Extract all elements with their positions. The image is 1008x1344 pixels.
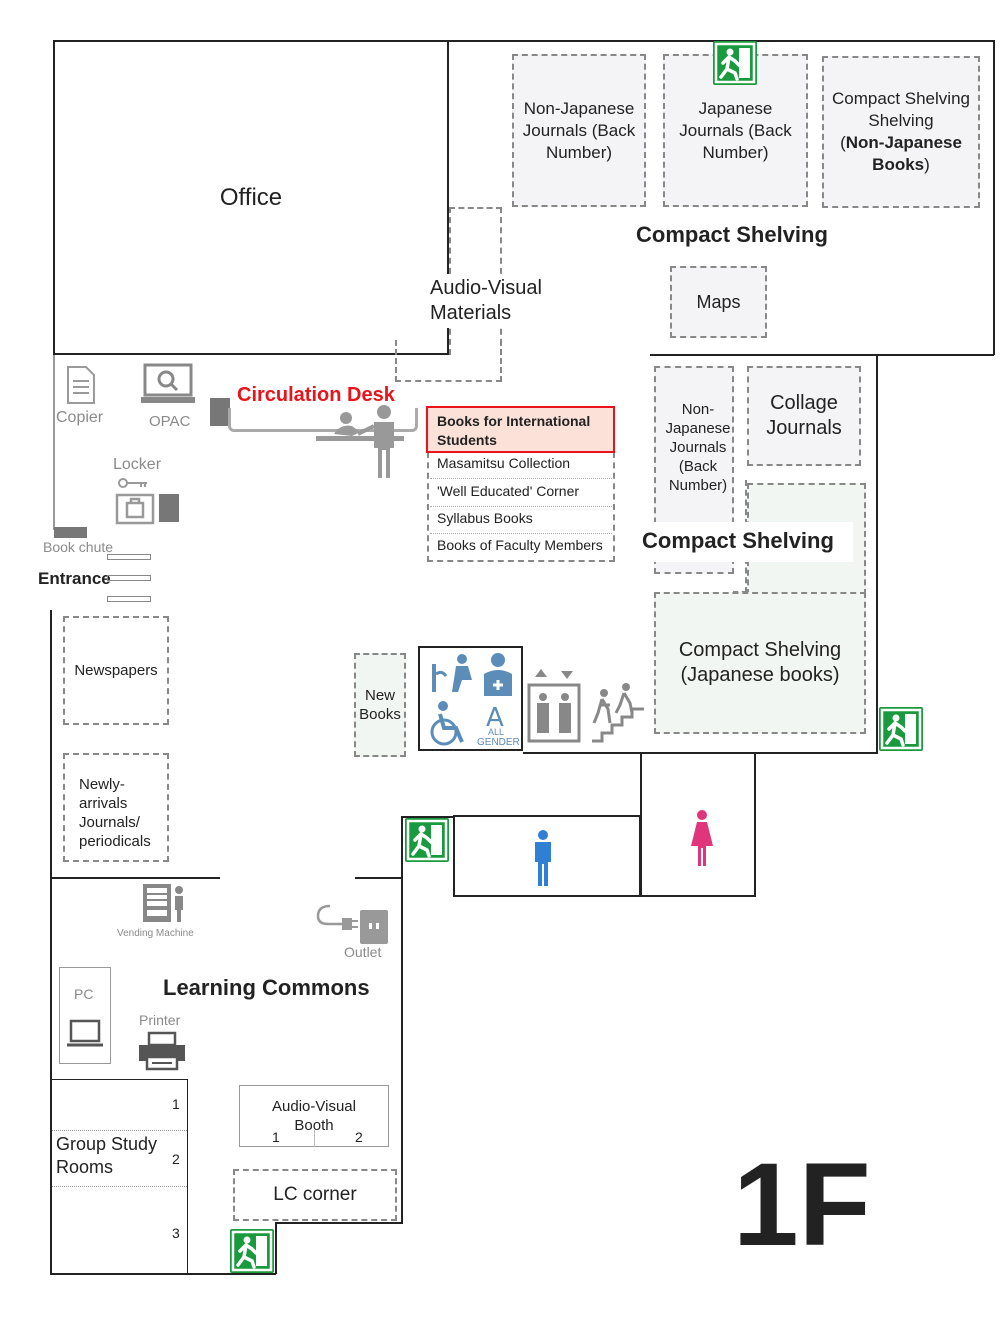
book-list-item: Masamitsu Collection: [430, 455, 612, 479]
newly-arrivals-journals-shelf: Newly-arrivals Journals/ periodicals: [63, 753, 169, 862]
books-for-international-students: Books for International Students: [426, 406, 615, 453]
pc-icon[interactable]: [67, 1019, 103, 1049]
group-room-2: 2: [172, 1151, 180, 1167]
vending-machine-label: Vending Machine: [117, 928, 194, 939]
av-booth-divider: [314, 1130, 315, 1147]
group-study-rooms: [50, 1079, 188, 1274]
emergency-exit-icon: [713, 41, 757, 85]
wall: [50, 610, 52, 1274]
circulation-counter: [228, 408, 418, 432]
newspapers-shelf: Newspapers: [63, 616, 169, 725]
all-gender-label-2: GENDER: [477, 737, 520, 748]
book-chute-marker: [54, 527, 87, 538]
locker-label: Locker: [113, 456, 162, 473]
emergency-exit-icon: [879, 707, 923, 751]
wall: [876, 354, 878, 754]
non-japanese-journals-back: Non-Japanese Journals (Back Number): [512, 54, 646, 207]
office-label: Office: [219, 183, 283, 211]
wall: [401, 816, 403, 1224]
group-room-3: 3: [172, 1225, 180, 1241]
book-list-item: Syllabus Books: [430, 510, 612, 534]
wall: [403, 816, 453, 818]
compact-shelving-mid-label: Compact Shelving: [638, 522, 853, 562]
compact-shelving-top-label: Compact Shelving: [636, 222, 828, 247]
copier-icon: [62, 365, 98, 405]
locker-marker: [159, 494, 179, 522]
learning-commons-label: Learning Commons: [163, 975, 370, 1000]
wall: [355, 877, 402, 879]
pc-booth: [59, 967, 111, 1064]
entrance-label: Entrance: [38, 569, 111, 588]
all-gender-label-1: ALL: [488, 727, 505, 737]
wall: [50, 877, 220, 879]
vending-machine-icon: [141, 882, 189, 924]
lc-corner: LC corner: [233, 1169, 397, 1221]
office-room: Office: [53, 40, 449, 355]
book-list-item: 'Well Educated' Corner: [430, 483, 612, 507]
new-books-shelf: New Books: [354, 653, 406, 757]
compact-shelving-japanese-books: Compact Shelving (Japanese books): [654, 592, 866, 734]
female-restroom-icon: [689, 810, 715, 866]
audio-visual-area-lower: [395, 340, 502, 382]
audio-visual-materials-label: Audio-Visual Materials: [428, 274, 578, 328]
printer-label: Printer: [139, 1012, 181, 1028]
floor-label: 1F: [733, 1139, 871, 1271]
book-chute-label: Book chute: [43, 539, 114, 555]
outlet-icon: [316, 902, 390, 946]
stairs-icon[interactable]: [590, 683, 646, 743]
entrance-door-3: [107, 596, 151, 602]
wall: [276, 1222, 402, 1224]
opac-icon[interactable]: [140, 363, 196, 407]
book-list-frame: [427, 452, 615, 562]
maps-shelf: Maps: [670, 266, 767, 338]
av-booth-1: 1: [272, 1129, 280, 1145]
printer-icon[interactable]: [137, 1031, 187, 1071]
elevator-icon[interactable]: [527, 667, 581, 745]
group-room-divider: [52, 1130, 187, 1131]
pc-label: PC: [74, 986, 94, 1002]
wall: [53, 40, 994, 42]
group-study-rooms-label: Group Study Rooms: [56, 1134, 158, 1177]
wall: [50, 1273, 276, 1275]
group-room-1: 1: [172, 1096, 180, 1112]
circulation-desk-marker: [210, 398, 230, 426]
wall: [53, 355, 55, 530]
locker-icon: [115, 477, 155, 525]
multipurpose-restroom: [418, 646, 523, 751]
svg-text:A: A: [486, 703, 504, 733]
collage-journals-shelf: Collage Journals: [747, 366, 861, 466]
entrance-door-1: [107, 554, 151, 560]
non-japanese-journals-back-2-label: Non-Japanese Journals (Back Number): [665, 401, 731, 494]
outlet-label: Outlet: [344, 944, 382, 960]
female-restroom: [640, 752, 756, 897]
circulation-desk-label: Circulation Desk: [237, 384, 395, 406]
copier-label: Copier: [56, 409, 104, 426]
emergency-exit-icon: [230, 1229, 274, 1273]
accessible-restroom-icon: A: [428, 652, 518, 748]
wall: [993, 40, 995, 355]
male-restroom-icon: [531, 830, 555, 886]
audio-visual-booth: Audio-Visual Booth: [239, 1085, 389, 1147]
emergency-exit-icon: [405, 818, 449, 862]
wall: [275, 1222, 277, 1274]
opac-label: OPAC: [149, 413, 191, 430]
book-list-item: Books of Faculty Members: [437, 537, 603, 553]
wall: [650, 354, 994, 356]
compact-shelving-non-japanese-books: Compact Shelving Shelving (Non-Japanese …: [822, 56, 980, 208]
av-booth-2: 2: [355, 1129, 363, 1145]
group-room-divider: [52, 1186, 187, 1187]
librarian-icon: [316, 404, 406, 480]
entrance-door-2: [107, 575, 151, 581]
